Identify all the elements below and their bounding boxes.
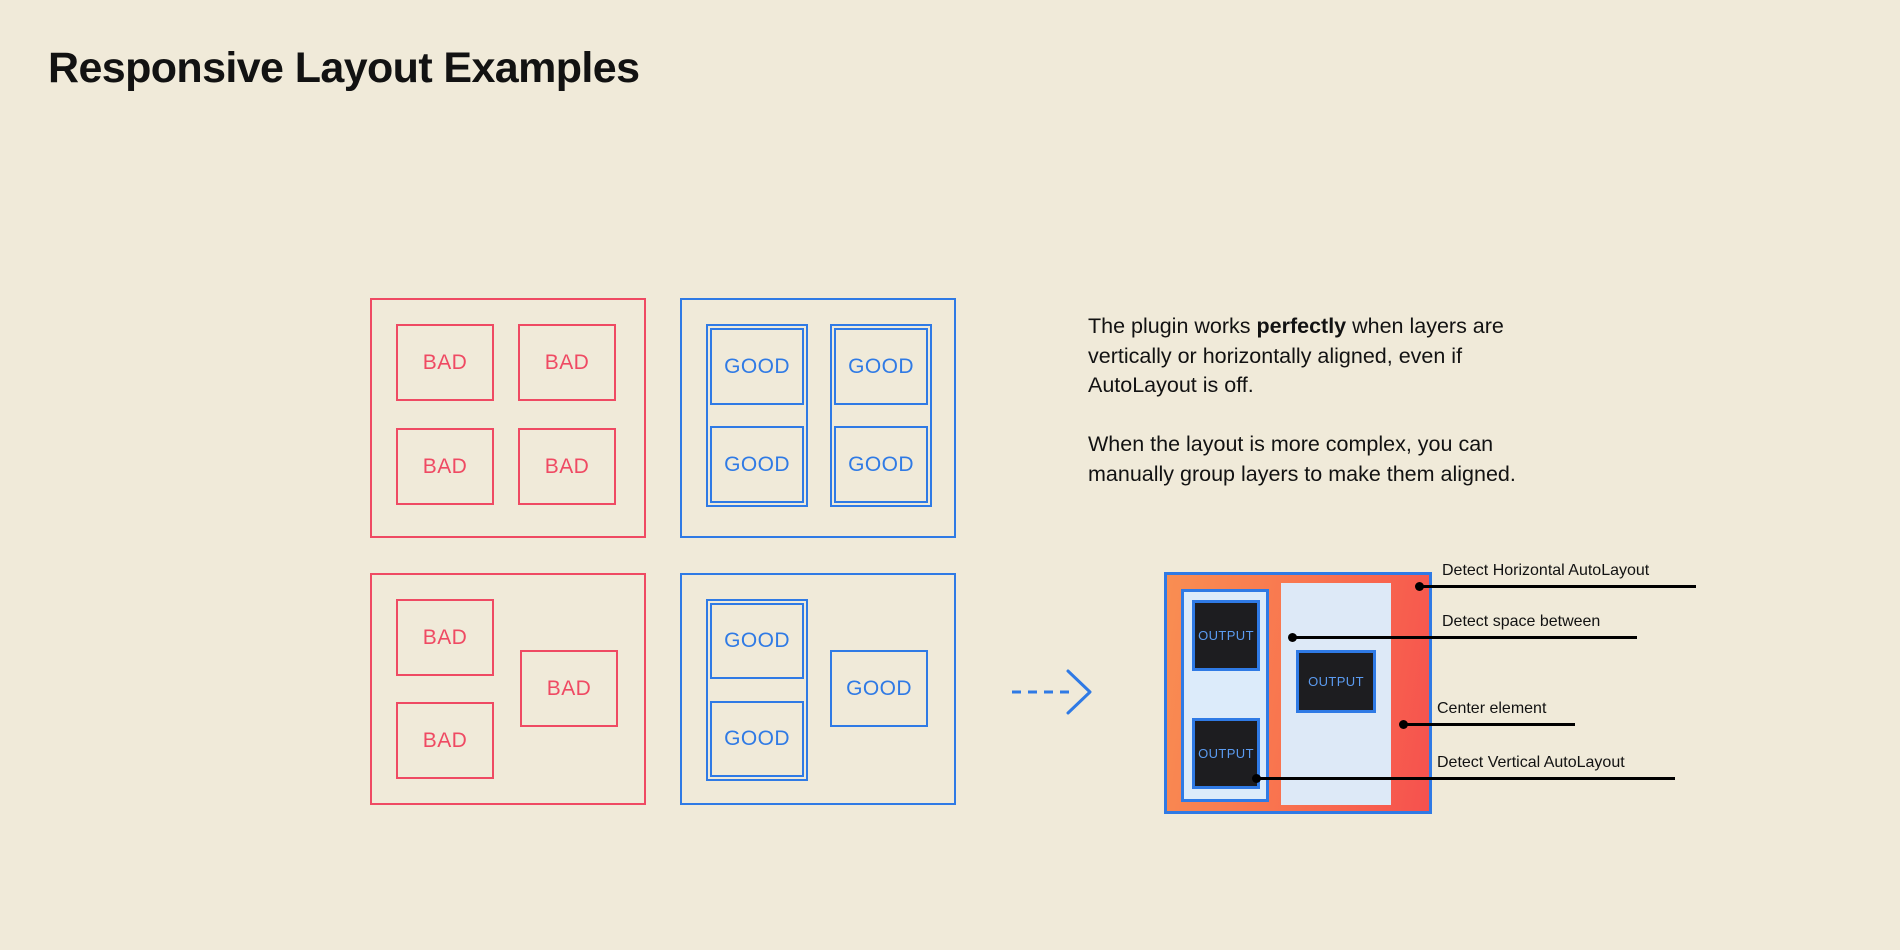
page-title: Responsive Layout Examples	[48, 44, 640, 92]
output-box-bottom: OUTPUT	[1192, 718, 1260, 789]
cell-bad: BAD	[518, 324, 616, 401]
group-wrapper-column-2	[830, 324, 932, 507]
cell-bad: BAD	[396, 324, 494, 401]
paragraph-1-after: when layers are vertically or horizontal…	[1088, 314, 1504, 397]
group-wrapper-stack	[706, 599, 808, 781]
cell-good: GOOD	[710, 328, 804, 405]
cell-label: BAD	[544, 350, 590, 374]
cell-label: GOOD	[848, 354, 914, 378]
mockup-right-column: OUTPUT	[1281, 583, 1391, 805]
example-panel-good-grid: GOOD GOOD GOOD GOOD	[680, 298, 956, 538]
cell-good: GOOD	[830, 650, 928, 727]
output-box-center: OUTPUT	[1296, 650, 1376, 713]
example-panel-bad-grid: BAD BAD BAD BAD	[370, 298, 646, 538]
cell-good: GOOD	[710, 603, 804, 679]
cell-good: GOOD	[834, 426, 928, 503]
group-wrapper-column-1	[706, 324, 808, 507]
output-label: OUTPUT	[1198, 746, 1254, 761]
annotation-label-vertical-autolayout: Detect Vertical AutoLayout	[1437, 754, 1625, 771]
cell-bad: BAD	[396, 428, 494, 505]
cell-label: GOOD	[846, 676, 912, 700]
paragraph-1-emphasis: perfectly	[1256, 314, 1347, 338]
cell-label: BAD	[422, 625, 468, 649]
annotated-mockup: OUTPUT OUTPUT OUTPUT	[1164, 572, 1432, 814]
cell-label: GOOD	[848, 452, 914, 476]
annotation-line-center-element	[1403, 723, 1575, 726]
cell-bad: BAD	[520, 650, 618, 727]
description-text: The plugin works perfectly when layers a…	[1088, 312, 1540, 489]
annotation-label-horizontal-autolayout: Detect Horizontal AutoLayout	[1442, 562, 1650, 579]
cell-label: GOOD	[724, 354, 790, 378]
dashed-arrow-right-icon	[1010, 668, 1096, 721]
cell-good: GOOD	[834, 328, 928, 405]
cell-bad: BAD	[396, 599, 494, 676]
example-panel-good-complex: GOOD GOOD GOOD	[680, 573, 956, 805]
annotation-line-vertical-autolayout	[1256, 777, 1675, 780]
cell-label: BAD	[422, 350, 468, 374]
cell-good: GOOD	[710, 426, 804, 503]
cell-label: GOOD	[724, 452, 790, 476]
cell-bad: BAD	[396, 702, 494, 779]
cell-label: GOOD	[724, 629, 790, 652]
cell-label: BAD	[544, 454, 590, 478]
paragraph-1-before: The plugin works	[1088, 314, 1257, 338]
paragraph-2: When the layout is more complex, you can…	[1088, 432, 1516, 486]
cell-label: BAD	[546, 676, 592, 700]
example-panel-bad-complex: BAD BAD BAD	[370, 573, 646, 805]
annotation-label-space-between: Detect space between	[1442, 613, 1601, 630]
annotation-line-horizontal-autolayout	[1419, 585, 1696, 588]
output-box-top: OUTPUT	[1192, 600, 1260, 671]
cell-bad: BAD	[518, 428, 616, 505]
mockup-left-column-group: OUTPUT OUTPUT	[1181, 589, 1269, 802]
cell-label: BAD	[422, 728, 468, 752]
paragraph-1: The plugin works perfectly when layers a…	[1088, 312, 1540, 401]
output-label: OUTPUT	[1308, 674, 1364, 689]
output-label: OUTPUT	[1198, 628, 1254, 643]
annotation-label-center-element: Center element	[1437, 700, 1547, 717]
cell-label: BAD	[422, 454, 468, 478]
annotation-line-space-between	[1292, 636, 1637, 639]
cell-good: GOOD	[710, 701, 804, 777]
cell-label: GOOD	[724, 727, 790, 750]
